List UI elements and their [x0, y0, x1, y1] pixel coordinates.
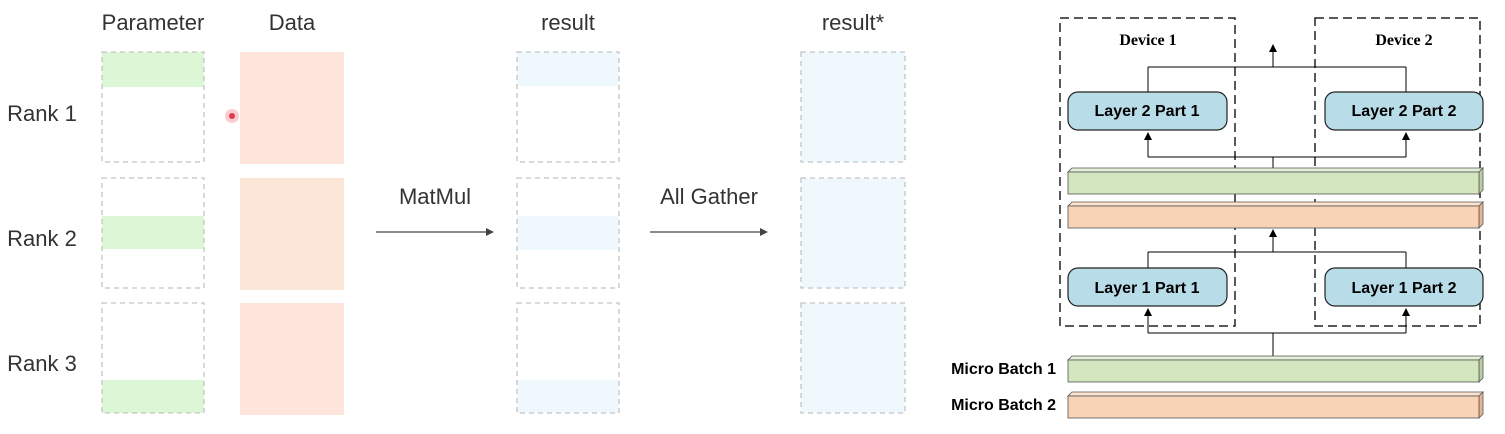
result-rank3-shard	[517, 380, 619, 413]
result-column	[516, 51, 620, 414]
data-column	[240, 52, 344, 415]
data-rank3-block	[240, 303, 344, 415]
layer2-part2-label: Layer 2 Part 2	[1352, 103, 1457, 120]
result-star-rank1-box	[800, 51, 906, 163]
layer2-part1-box	[1067, 91, 1228, 131]
result-rank2-shard	[517, 216, 619, 250]
all-gather-arrow	[650, 228, 768, 236]
cursor-dot	[225, 109, 239, 123]
matmul-arrow	[376, 228, 494, 236]
all-gather-label: All Gather	[660, 184, 758, 209]
matmul-label: MatMul	[399, 184, 471, 209]
tensor-parallel-diagram: Parameter Data result result* Rank 1 Ran…	[7, 10, 906, 415]
rank-2-label: Rank 2	[7, 226, 77, 251]
rank-3-label: Rank 3	[7, 351, 77, 376]
micro-batch-2-label: Micro Batch 2	[951, 397, 1056, 414]
result-star-rank3-box	[800, 302, 906, 414]
rank-1-label: Rank 1	[7, 101, 77, 126]
layer1-input-connector	[1144, 308, 1410, 360]
micro-batch-1-bar	[1067, 355, 1484, 383]
layer1-part2-box	[1324, 267, 1484, 307]
result-star-header: result*	[822, 10, 885, 35]
param-rank2-box	[101, 177, 205, 289]
micro-batch-2-bar	[1067, 391, 1484, 419]
device-2-label: Device 2	[1375, 32, 1432, 49]
param-rank3-shard	[102, 380, 204, 413]
middle-green-bar	[1067, 167, 1484, 195]
layer1-part1-label: Layer 1 Part 1	[1095, 280, 1200, 297]
parameter-column	[101, 51, 205, 414]
result-rank2-box	[516, 177, 620, 289]
micro-batch-1-label: Micro Batch 1	[951, 361, 1056, 378]
result-rank1-box	[516, 51, 620, 163]
result-rank1-shard	[517, 52, 619, 86]
layer2-part2-box	[1324, 91, 1484, 131]
layer1-part2-label: Layer 1 Part 2	[1352, 280, 1457, 297]
param-rank1-shard	[102, 52, 204, 87]
result-rank3-box	[516, 302, 620, 414]
result-star-rank2-box	[800, 177, 906, 289]
output-connector	[1147, 44, 1407, 92]
result-header: result	[541, 10, 595, 35]
data-rank2-block	[240, 178, 344, 290]
layer2-part1-label: Layer 2 Part 1	[1095, 103, 1200, 120]
data-rank1-block	[240, 52, 344, 164]
result-star-column	[800, 51, 906, 414]
param-rank3-box	[101, 302, 205, 414]
device-diagram-svg: Device 1 Device 2 Layer 2 Part 1 Layer 2…	[951, 17, 1484, 419]
pipeline-device-diagram: Device 1 Device 2 Layer 2 Part 1 Layer 2…	[930, 0, 1505, 429]
data-header: Data	[269, 10, 316, 35]
layer1-part1-box	[1067, 267, 1228, 307]
param-rank2-shard	[102, 216, 204, 249]
tensor-parallel-svg: Parameter Data result result* Rank 1 Ran…	[7, 10, 906, 415]
layer2-input-connector	[1144, 132, 1410, 172]
middle-peach-bar	[1067, 201, 1484, 229]
device-1-label: Device 1	[1119, 32, 1176, 49]
parameter-header: Parameter	[102, 10, 205, 35]
param-rank1-box	[101, 51, 205, 163]
layer1-output-connector	[1147, 229, 1407, 268]
